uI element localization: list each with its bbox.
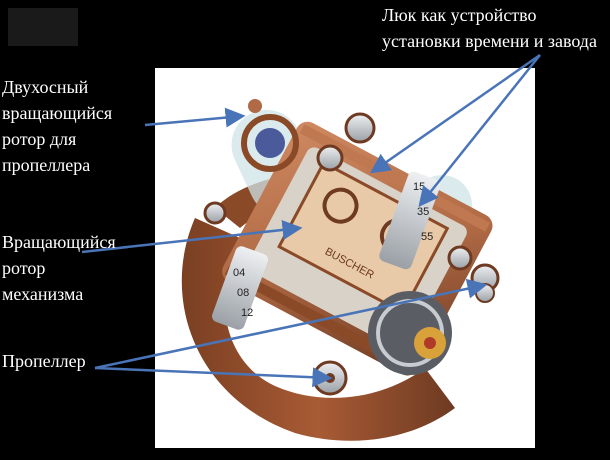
right-dial-value-2: 35 bbox=[417, 206, 429, 218]
movement bbox=[368, 291, 452, 375]
label-propeller: Пропеллер bbox=[2, 348, 86, 374]
left-dial-value-2: 08 bbox=[237, 287, 249, 299]
left-dial-value-1: 04 bbox=[233, 267, 245, 279]
arrow-hatch-1 bbox=[369, 53, 541, 174]
label-hatch-line-1: Люк как устройство bbox=[382, 5, 537, 25]
label-biaxial-rotor-line-3: ротор для bbox=[2, 129, 77, 149]
label-biaxial-rotor-line-4: пропеллера bbox=[2, 155, 91, 175]
label-hatch-line-2: установки времени и завода bbox=[382, 31, 597, 51]
left-dial-drum: 04 08 12 bbox=[212, 246, 268, 330]
gear-left bbox=[203, 201, 227, 225]
label-hatch: Люк как устройство установки времени и з… bbox=[382, 2, 597, 54]
gear-top-mid bbox=[316, 144, 344, 172]
arrow-propeller-1 bbox=[94, 278, 488, 370]
arrow-propeller-2 bbox=[94, 366, 333, 388]
label-mechanism-rotor-line-3: механизма bbox=[2, 284, 84, 304]
arrow-hatch-2 bbox=[418, 54, 541, 207]
label-propeller-line-1: Пропеллер bbox=[2, 351, 86, 371]
label-mechanism-rotor-line-1: Вращающийся bbox=[2, 232, 116, 252]
left-dial-value-3: 12 bbox=[241, 307, 253, 319]
strap bbox=[181, 218, 455, 441]
gear-mid-right bbox=[447, 245, 473, 271]
label-mechanism-rotor: Вращающийся ротор механизма bbox=[2, 229, 116, 307]
corner-mark bbox=[8, 8, 78, 46]
gear-top-right bbox=[344, 112, 376, 144]
label-mechanism-rotor-line-2: ротор bbox=[2, 258, 46, 278]
label-biaxial-rotor: Двухосный вращающийся ротор для пропелле… bbox=[2, 74, 112, 178]
top-rotor bbox=[241, 99, 299, 172]
arrow-mechanism-rotor bbox=[81, 219, 303, 254]
label-biaxial-rotor-line-2: вращающийся bbox=[2, 103, 113, 123]
right-dial-value-3: 55 bbox=[421, 231, 433, 243]
label-biaxial-rotor-line-1: Двухосный bbox=[2, 77, 89, 97]
arrow-biaxial-rotor bbox=[144, 107, 246, 128]
